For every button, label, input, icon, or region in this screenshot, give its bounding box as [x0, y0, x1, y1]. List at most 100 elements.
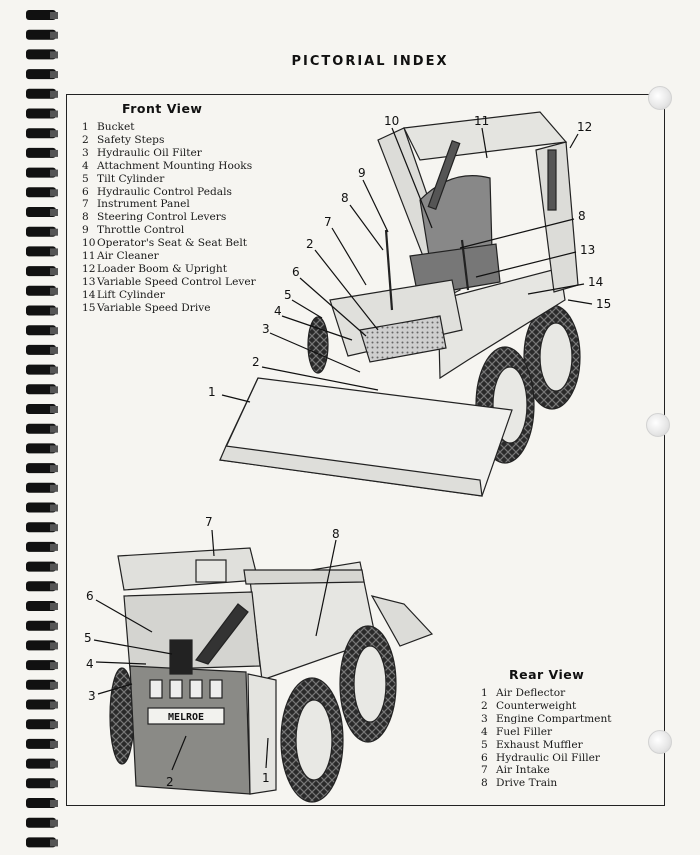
binding-coil — [26, 640, 56, 651]
punch-hole — [646, 413, 670, 437]
callout-label: 7 — [324, 215, 332, 229]
callout-label: 8 — [341, 191, 349, 205]
binding-hole — [50, 130, 58, 138]
binding-coil — [26, 246, 56, 257]
binding-coil — [26, 69, 56, 80]
binding-coil — [26, 187, 56, 198]
binding-hole — [50, 622, 58, 630]
binding-coil — [26, 798, 56, 808]
rear-view-callouts: 7 8 6 5 4 3 2 1 — [84, 515, 340, 789]
callout-label: 7 — [205, 515, 213, 529]
binding-hole — [50, 662, 58, 670]
rear-view-heading: Rear View — [509, 667, 585, 682]
binding-coil — [26, 482, 56, 493]
binding-coil — [26, 226, 56, 237]
binding-coil — [26, 423, 56, 434]
punch-hole — [648, 730, 672, 754]
binding-hole — [50, 603, 58, 610]
binding-coil — [26, 305, 56, 316]
binding-coil — [26, 10, 56, 20]
callout-label: 11 — [474, 114, 489, 128]
callout-label: 9 — [358, 166, 366, 180]
binding-coil — [26, 266, 56, 277]
callout-label: 12 — [577, 120, 592, 134]
binding-hole — [50, 406, 58, 413]
front-view-callouts: 10 11 12 9 8 7 2 6 5 4 3 2 1 8 13 14 15 — [208, 114, 611, 399]
binding-hole — [50, 287, 58, 295]
binding-coil — [26, 581, 56, 592]
binding-hole — [50, 445, 58, 453]
rear-view-loader — [109, 547, 434, 803]
binding-coil — [26, 88, 56, 99]
binding-coil — [26, 561, 56, 572]
binding-hole — [50, 465, 58, 473]
callout-label: 2 — [252, 355, 260, 369]
front-view-leaders — [221, 127, 593, 403]
binding-hole — [50, 701, 58, 709]
binding-coil — [26, 463, 56, 474]
binding-hole — [50, 543, 58, 551]
front-view-heading: Front View — [122, 101, 203, 116]
binding-coil — [26, 108, 56, 119]
binding-coil — [26, 679, 56, 690]
binding-hole — [50, 800, 58, 807]
callout-label: 8 — [332, 527, 340, 541]
binding-coil — [26, 344, 56, 355]
binding-hole — [50, 71, 58, 79]
binding-hole — [50, 366, 58, 374]
binding-coil — [26, 384, 56, 395]
binding-coil — [26, 325, 56, 336]
page-title: PICTORIAL INDEX — [291, 54, 449, 69]
binding-coil — [26, 443, 56, 454]
binding-hole — [50, 90, 58, 98]
binding-hole — [50, 504, 58, 512]
binding-hole — [50, 268, 58, 276]
spiral-binding — [0, 0, 70, 855]
binding-hole — [50, 681, 58, 689]
callout-label: 3 — [262, 322, 270, 336]
binding-coil — [26, 758, 56, 769]
callout-label: 8 — [578, 209, 586, 223]
binding-coil — [26, 719, 56, 730]
binding-coil — [26, 837, 56, 848]
binding-hole — [50, 386, 58, 394]
callout-label: 6 — [86, 589, 94, 603]
binding-coil — [26, 29, 56, 40]
callout-label: 4 — [274, 304, 282, 318]
binding-hole — [50, 346, 58, 354]
binding-hole — [50, 819, 58, 827]
binding-hole — [50, 721, 58, 729]
callout-label: 10 — [384, 114, 399, 128]
callout-label: 15 — [596, 297, 611, 311]
binding-coil — [26, 285, 56, 296]
binding-hole — [50, 31, 58, 39]
binding-hole — [50, 248, 58, 256]
callout-label: 1 — [262, 771, 270, 785]
binding-hole — [50, 189, 58, 197]
binding-hole — [50, 524, 58, 532]
binding-hole — [50, 169, 58, 177]
binding-hole — [50, 110, 58, 118]
binding-coil — [26, 817, 56, 828]
callout-label: 5 — [84, 631, 92, 645]
binding-hole — [50, 642, 58, 650]
